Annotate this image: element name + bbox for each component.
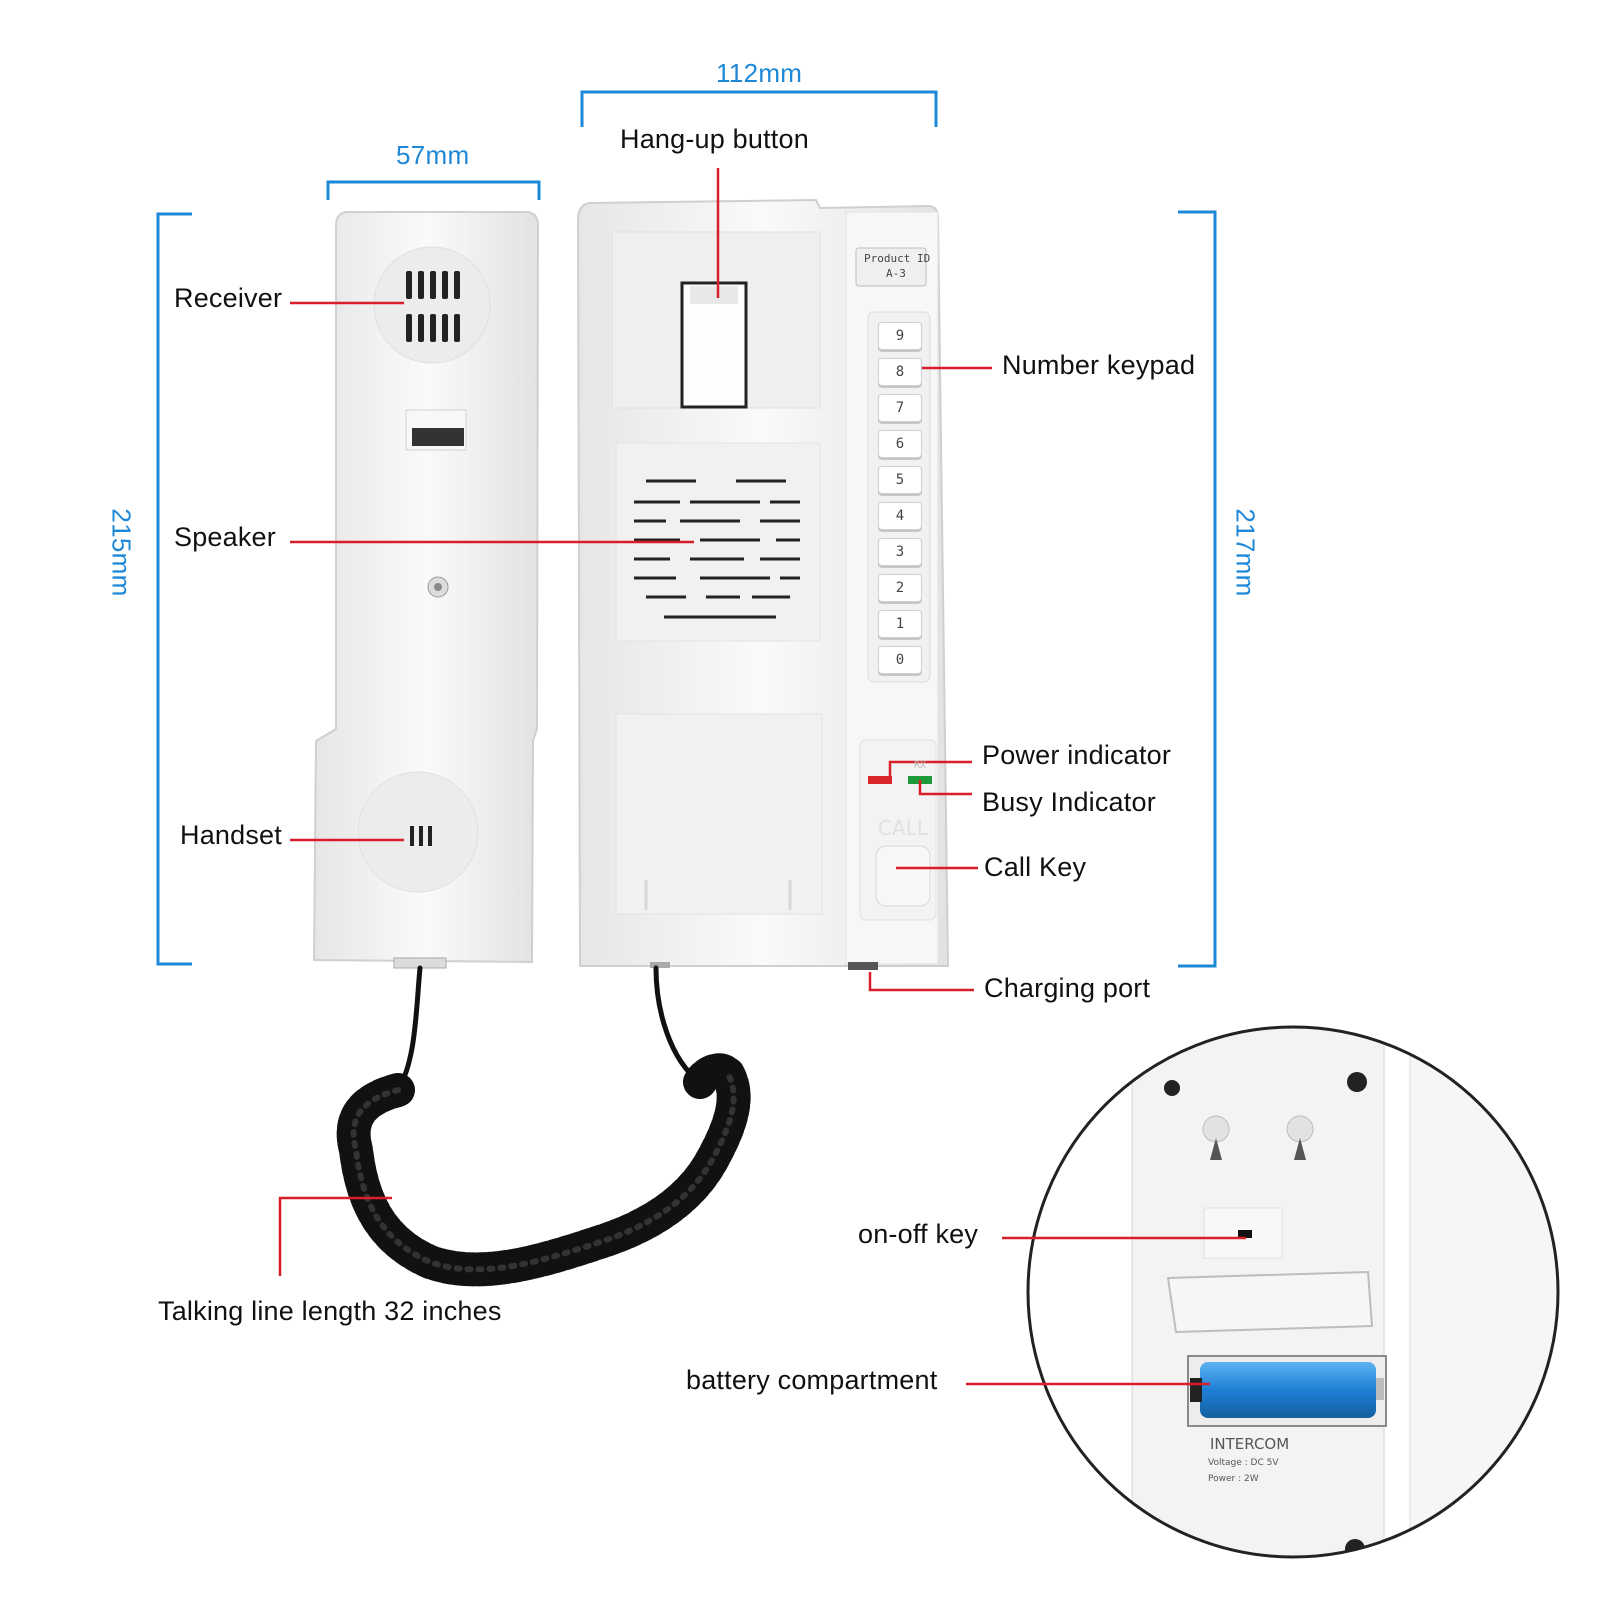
keypad-key[interactable]: 1 [878,610,922,638]
handset-label: Handset [180,820,282,850]
inset-brand-text: INTERCOM [1210,1435,1290,1453]
rear-view-inset [1028,1027,1558,1557]
keypad-key[interactable]: 9 [878,322,922,350]
base-height-bracket [1178,210,1217,968]
keypad-key[interactable]: 3 [878,538,922,566]
keypad-key[interactable]: 2 [878,574,922,602]
dimension-brackets [156,90,1217,968]
handset-width-bracket [326,180,541,200]
product-id-plate [855,247,927,287]
keypad-key[interactable]: 7 [878,394,922,422]
leader-lines [278,168,1246,1386]
base-height-dimension: 217mm [1230,508,1261,597]
speaker-label: Speaker [174,522,276,552]
base-width-bracket [580,90,938,127]
base-unit [576,198,950,970]
base-width-dimension: 112mm [716,58,803,88]
handset-body [312,211,540,969]
keypad-key[interactable]: 6 [878,430,922,458]
on-off-key-label: on-off key [858,1219,979,1249]
charging-port [848,962,878,970]
product-id-value: A-3 [886,267,906,280]
indicator-text: RX [914,760,927,771]
talking-line-label: Talking line length 32 inches [158,1296,502,1326]
handset-mic [357,771,479,893]
call-key-text: CALL [878,816,928,840]
handset-height-bracket [156,212,192,966]
inset-voltage-text: Voltage : DC 5V [1208,1458,1279,1468]
battery-compartment-label: battery compartment [686,1365,938,1395]
battery-cell [1200,1362,1376,1418]
inset-border [1026,1025,1560,1559]
handset-width-dimension: 57mm [396,140,470,170]
receiver-grille [373,246,491,364]
keypad-key[interactable]: 0 [878,646,922,674]
number-keypad-label: Number keypad [1002,350,1196,380]
receiver-label: Receiver [174,283,283,313]
power-led [868,776,892,784]
busy-indicator-label: Busy Indicator [982,787,1156,817]
coil-cord [336,965,751,1287]
keypad-key[interactable]: 5 [878,466,922,494]
call-key-label: Call Key [984,852,1087,882]
call-key [875,845,931,907]
hang-up-button-label: Hang-up button [620,124,809,154]
product-id-label: Product ID [864,252,931,265]
keypad-key[interactable]: 4 [878,502,922,530]
inset-power-text: Power : 2W [1208,1474,1259,1484]
handset-height-dimension: 215mm [106,508,137,597]
keypad-key[interactable]: 8 [878,358,922,386]
charging-port-label: Charging port [984,973,1151,1003]
power-indicator-label: Power indicator [982,740,1172,770]
